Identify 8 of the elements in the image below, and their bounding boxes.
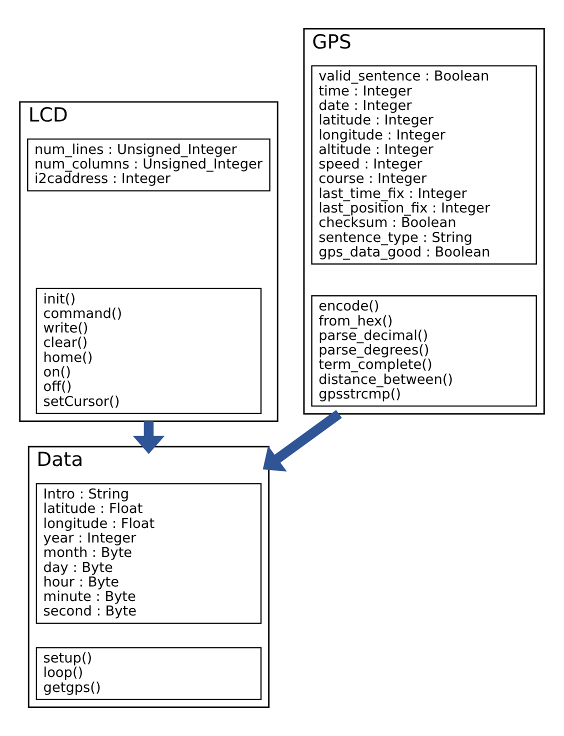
node-box: num_lines : Unsigned_Integer num_columns : Unsigned_Integer i2caddress : Integer — [27, 138, 270, 192]
arrow — [132, 421, 165, 454]
node-box: Intro : String latitude : Float longitude : Float year : Integer month : Byte day : Byte hour : Byte minute : Byte second : Byte — [36, 483, 262, 624]
node-box: encode() from_hex() parse_decimal() parse_degrees() term_complete() distance_between() gpsstrcmp() — [311, 295, 537, 407]
node-box: valid_sentence : Boolean time : Integer date : Integer latitude : Integer longitude : Integer altitude : Integer speed : Integer course : Integer last_time_fix : Integer last_position_fix : Integer checksum : Boolean sentence_type : String gps_data_good : Boolean — [311, 65, 537, 265]
node-box: setup() loop() getgps() — [36, 647, 262, 700]
node-box: init() command() write() clear() home() on() off() setCursor() — [36, 288, 262, 414]
arrow — [262, 410, 342, 472]
